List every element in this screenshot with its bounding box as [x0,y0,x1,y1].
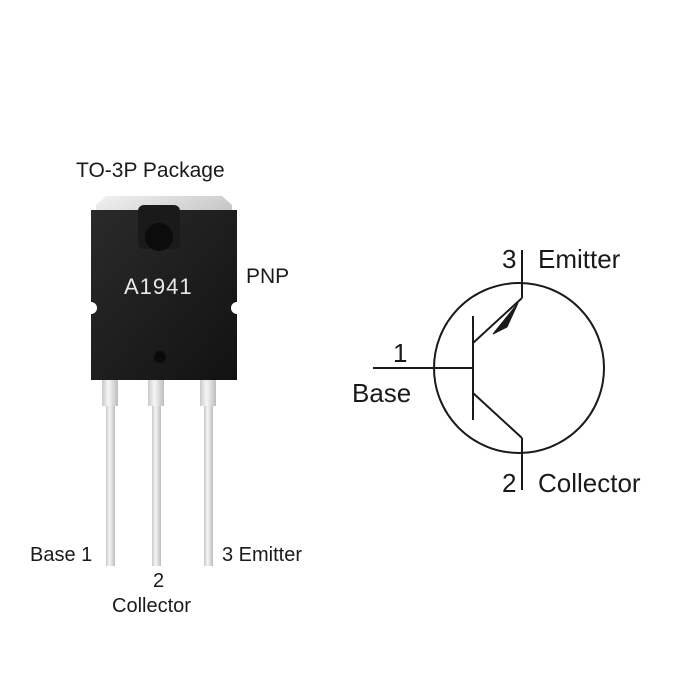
pin-label-base: Base 1 [30,544,93,566]
pnp-symbol [373,250,605,490]
pin-label-emitter: 3 Emitter [222,544,303,566]
mounting-hole [145,223,173,251]
package-title: TO-3P Package [76,159,225,182]
body-notch-left [85,302,97,314]
plastic-body [91,210,237,380]
pin-label-collector: Collector [112,595,191,617]
lead-base [102,378,118,406]
ejector-dot [154,351,166,363]
lead-base-pin [106,406,115,566]
lead-emitter [200,378,216,406]
symbol-collector-number: 2 [502,468,517,498]
emitter-diagonal [472,297,523,344]
part-marking: A1941 [124,274,193,299]
lead-collector [148,378,164,406]
symbol-base-number: 1 [393,338,408,368]
transistor-package [85,196,243,566]
symbol-base-label: Base [352,378,412,408]
lead-collector-pin [152,406,161,566]
collector-diagonal [472,392,523,439]
emitter-arrow [492,302,519,335]
symbol-emitter-label: Emitter [538,244,621,274]
type-label: PNP [246,265,290,288]
symbol-collector-label: Collector [538,468,641,498]
lead-emitter-pin [204,406,213,566]
body-notch-right [231,302,243,314]
pin-label-collector-number: 2 [153,570,165,592]
symbol-emitter-number: 3 [502,244,517,274]
